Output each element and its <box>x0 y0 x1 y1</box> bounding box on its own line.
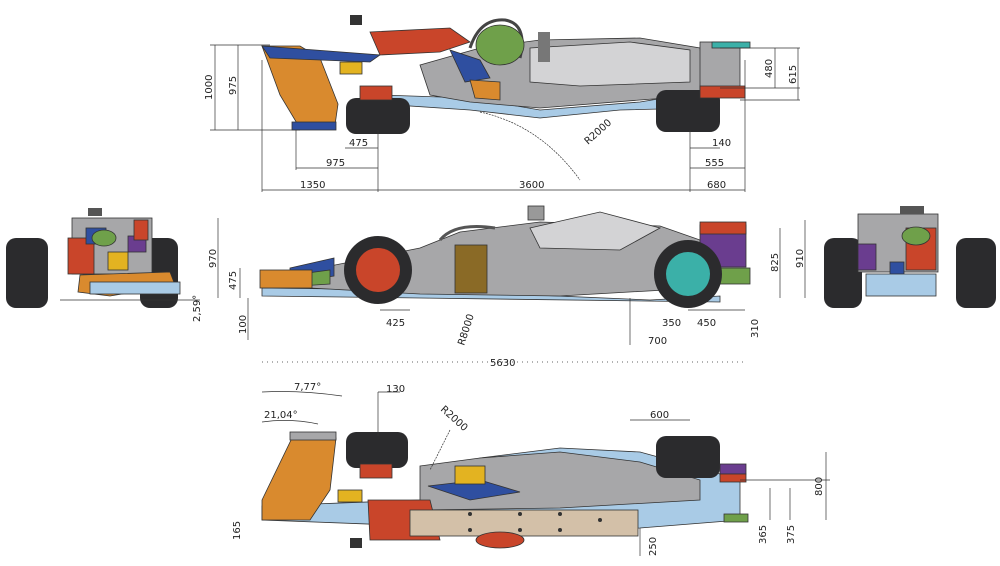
bottom-rear-tyre <box>656 436 720 478</box>
rear-green <box>901 226 931 246</box>
top-red-cowl <box>369 27 471 56</box>
top-wing-endplate <box>291 121 337 131</box>
top-front-wing <box>261 45 339 126</box>
top-orange-part <box>469 79 501 101</box>
rear-lightblue <box>865 273 937 297</box>
dim-bottom-777: 7,77° <box>294 382 321 393</box>
dim-top-475: 475 <box>349 138 368 149</box>
rear-left-tyre <box>824 238 862 308</box>
dim-bottom-600: 600 <box>650 410 669 421</box>
dim-bottom-375: 375 <box>786 525 797 544</box>
bottom-rear-red <box>719 473 747 483</box>
rear-wing-post <box>900 206 924 214</box>
top-rear-tyre <box>656 90 720 132</box>
dim-top-975h: 975 <box>326 158 345 169</box>
dim-side-450: 450 <box>697 318 716 329</box>
dim-bottom-2104: 21,04° <box>264 410 298 421</box>
bottom-mirror <box>350 538 362 548</box>
side-halo <box>438 225 496 242</box>
dim-bottom-250: 250 <box>648 537 659 556</box>
rear-purple <box>857 243 877 271</box>
top-yellow-block <box>339 61 363 75</box>
front-red-right <box>133 219 149 241</box>
side-engine-cover <box>529 211 662 251</box>
top-mast <box>538 32 550 62</box>
dim-side-825: 825 <box>770 253 781 272</box>
dim-top-r2000: R2000 <box>583 117 614 147</box>
side-sidepod-olive <box>454 244 488 294</box>
dim-side-970: 970 <box>208 249 219 268</box>
side-view: 970 475 100 425 R8000 350 450 700 310 56… <box>208 205 806 369</box>
dim-side-310: 310 <box>750 319 761 338</box>
dim-bottom-165: 165 <box>232 521 243 540</box>
dim-side-700: 700 <box>648 336 667 347</box>
bottom-view: 7,77° 21,04° 130 R2000 600 800 365 375 2… <box>232 382 830 556</box>
bottom-rear-green <box>723 513 749 523</box>
dim-top-480: 480 <box>764 59 775 78</box>
dim-side-r8000: R8000 <box>456 313 476 347</box>
top-engine-cover <box>529 41 691 87</box>
dim-top-1350: 1350 <box>300 180 325 191</box>
dim-top-975v: 975 <box>228 76 239 95</box>
dim-side-475: 475 <box>228 271 239 290</box>
bottom-yellow-block <box>337 489 363 503</box>
front-mast <box>88 208 102 216</box>
bottom-rear-purple <box>719 463 747 475</box>
dim-bottom-800: 800 <box>814 477 825 496</box>
side-airbox <box>527 205 545 221</box>
top-front-upright <box>359 85 393 101</box>
top-front-tyre <box>346 98 410 134</box>
dim-bottom-130: 130 <box>386 384 405 395</box>
dim-front-angle: 2,59° <box>192 295 203 322</box>
dim-top-1000: 1000 <box>204 75 215 100</box>
dim-top-680: 680 <box>707 180 726 191</box>
side-rear-rim <box>666 252 710 296</box>
dim-side-5630: 5630 <box>490 358 515 369</box>
bottom-plank <box>409 509 639 537</box>
rear-view <box>824 206 996 308</box>
dim-side-350: 350 <box>662 318 681 329</box>
top-rear-teal <box>711 41 751 49</box>
top-arc-r2000 <box>479 111 581 181</box>
dim-side-100: 100 <box>238 315 249 334</box>
side-front-wing <box>259 269 313 289</box>
rear-right-tyre <box>956 238 996 308</box>
top-cockpit-green <box>475 24 525 66</box>
dim-top-3600: 3600 <box>519 180 544 191</box>
bottom-cockpit <box>475 531 525 549</box>
front-view: 2,59° <box>6 208 203 322</box>
dim-top-555: 555 <box>705 158 724 169</box>
dim-top-140: 140 <box>712 138 731 149</box>
top-mirror <box>350 15 362 25</box>
front-green <box>91 229 117 247</box>
side-rear-red <box>699 221 747 235</box>
dim-side-910: 910 <box>795 249 806 268</box>
front-lightblue <box>89 281 181 295</box>
top-front-wing-blue <box>261 45 382 63</box>
bottom-wing-top <box>289 431 337 441</box>
bottom-yellow <box>454 465 486 485</box>
dim-bottom-365: 365 <box>758 525 769 544</box>
bottom-front-tyre <box>346 432 408 468</box>
dim-side-425: 425 <box>386 318 405 329</box>
front-yellow <box>107 251 129 271</box>
side-front-rim <box>356 248 400 292</box>
dim-top-615: 615 <box>788 65 799 84</box>
top-view: 1000 975 475 975 1350 3600 R2000 140 555… <box>204 15 800 192</box>
bottom-front-upright <box>359 463 393 479</box>
top-blue-part <box>449 49 491 83</box>
dim-bottom-r2000: R2000 <box>438 404 469 434</box>
front-left-tyre <box>6 238 48 308</box>
